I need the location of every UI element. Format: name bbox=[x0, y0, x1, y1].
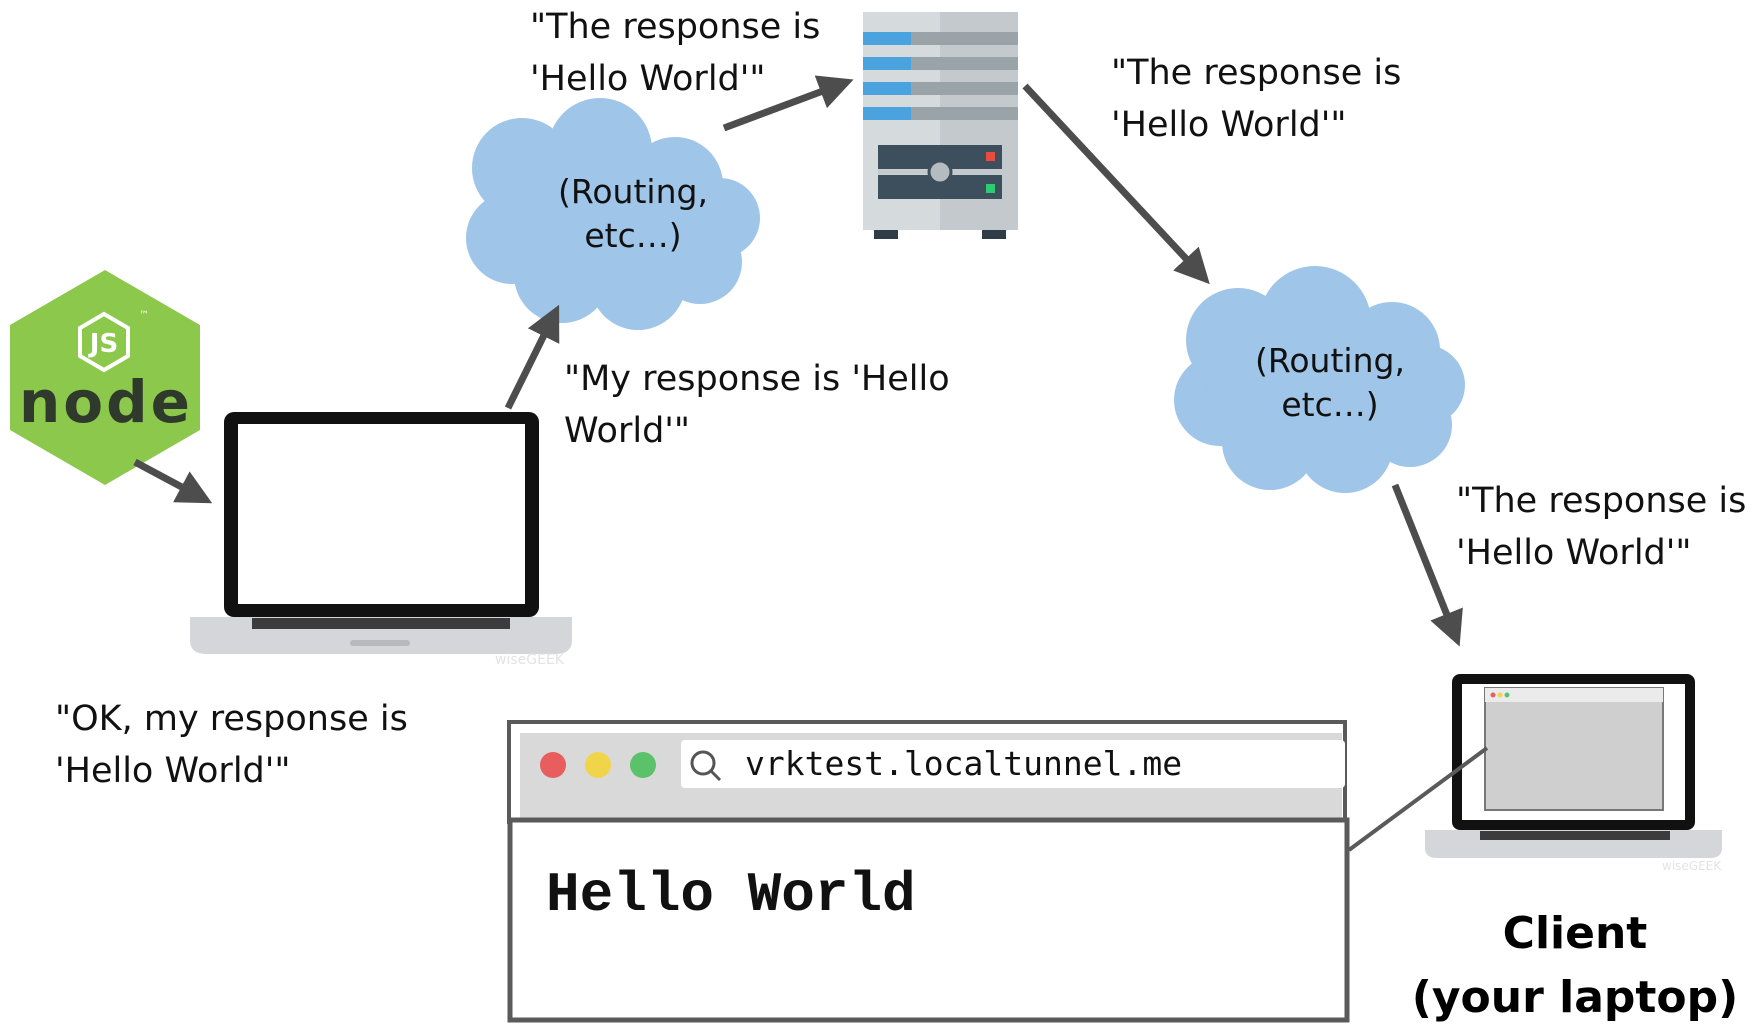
node-hexagon bbox=[10, 270, 200, 485]
routing-cloud-left: (Routing, etc…) bbox=[466, 98, 760, 330]
cloud-right-line-1: (Routing, bbox=[1255, 341, 1405, 380]
laptop-screen bbox=[238, 424, 525, 604]
client-title: Client bbox=[1503, 908, 1648, 959]
search-icon bbox=[690, 750, 722, 782]
label-node-ok-1: "OK, my response is bbox=[55, 699, 408, 739]
cloud-right-line-2: etc…) bbox=[1281, 385, 1378, 424]
label-dev-out-2: World'" bbox=[564, 411, 690, 451]
label-server-in-2: 'Hello World'" bbox=[530, 59, 765, 99]
cloud-left-line-2: etc…) bbox=[584, 216, 681, 255]
mini-browser-toolbar bbox=[1485, 688, 1663, 702]
label-server-out-2: 'Hello World'" bbox=[1111, 105, 1346, 145]
browser-window: vrktest.localtunnel.me Hello World bbox=[507, 720, 1350, 1023]
client-subtitle: (your laptop) bbox=[1412, 972, 1739, 1023]
label-client-in-1: "The response is bbox=[1456, 481, 1746, 521]
laptop-keyboard bbox=[252, 618, 510, 629]
js-text: JS bbox=[88, 329, 118, 359]
trademark-text: ™ bbox=[139, 310, 149, 321]
arrow-server-to-cloud bbox=[1022, 83, 1210, 285]
labels: "The response is 'Hello World'" "The res… bbox=[55, 7, 1746, 1023]
arrow-cloud-to-server bbox=[722, 75, 854, 132]
maximize-dot-icon[interactable] bbox=[630, 752, 656, 778]
label-server-out-1: "The response is bbox=[1111, 53, 1401, 93]
zoom-connector-line bbox=[1347, 746, 1489, 852]
arrows bbox=[133, 75, 1463, 647]
label-dev-out-1: "My response is 'Hello bbox=[564, 359, 950, 399]
node-logo: JS ™ node bbox=[10, 270, 200, 485]
label-node-ok-2: 'Hello World'" bbox=[55, 751, 290, 791]
watermark-text: wiseGEEK bbox=[495, 652, 565, 668]
page-content-text: Hello World bbox=[546, 863, 916, 927]
close-dot-icon[interactable] bbox=[540, 752, 566, 778]
client-watermark-text: wiseGEEK bbox=[1662, 859, 1722, 873]
client-laptop-keyboard bbox=[1480, 831, 1670, 840]
minimize-dot-icon[interactable] bbox=[585, 752, 611, 778]
routing-cloud-right: (Routing, etc…) bbox=[1174, 266, 1465, 493]
arrow-cloud-to-client bbox=[1391, 483, 1463, 647]
arrow-node-to-laptop bbox=[133, 458, 213, 504]
mini-browser-window bbox=[1484, 687, 1664, 811]
label-server-in-1: "The response is bbox=[530, 7, 820, 47]
node-wordmark: node bbox=[19, 368, 193, 436]
label-client-in-2: 'Hello World'" bbox=[1456, 533, 1691, 573]
client-laptop: wiseGEEK bbox=[1425, 674, 1722, 873]
server-icon bbox=[863, 12, 1018, 239]
url-text: vrktest.localtunnel.me bbox=[745, 744, 1182, 783]
developer-laptop: wiseGEEK bbox=[190, 412, 572, 668]
laptop-notch bbox=[350, 640, 410, 646]
url-bar[interactable] bbox=[681, 740, 1345, 788]
browser-viewport bbox=[507, 817, 1350, 1023]
js-hexagon-icon bbox=[78, 311, 130, 373]
arrow-laptop-to-cloud bbox=[504, 304, 560, 410]
cloud-left-line-1: (Routing, bbox=[558, 172, 708, 211]
